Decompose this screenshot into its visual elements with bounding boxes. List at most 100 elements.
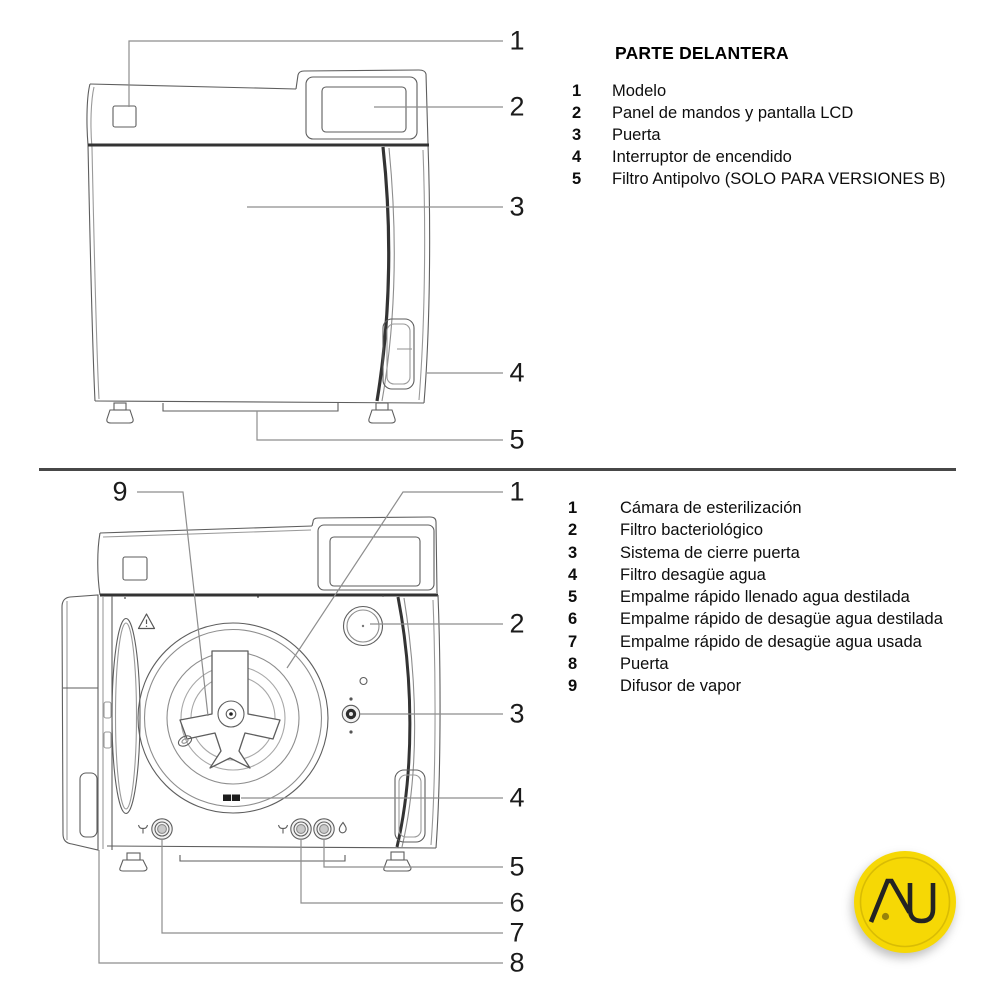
legend-label: Interruptor de encendido [612,148,792,166]
front-top-edge [89,83,297,90]
legend-num: 7 [568,632,578,651]
front-foot-right [368,409,396,424]
callout-line-9 [137,491,209,717]
back-callout-9: 9 [112,476,128,507]
back-handle-recess [394,769,426,843]
legend-label: Sistema de cierre puerta [620,543,800,562]
legend-num: 4 [568,565,578,584]
chamber-keyhole [177,735,193,747]
back-foot-right [383,859,412,872]
front-machine-outline [86,69,431,404]
chamber-ring-2 [143,628,323,808]
door-panel [61,594,99,851]
drain-valve-icon [277,824,289,834]
front-lcd-panel [305,76,418,140]
legend-label: Puerta [620,655,669,674]
legend-num: 3 [572,126,582,144]
front-feet-and-tray [106,402,396,424]
legend-label: Cámara de esterilización [620,499,802,517]
door-hinge-upper [103,701,112,719]
brand-logo [854,851,956,953]
back-callout-3: 3 [509,698,525,729]
front-callout-5: 5 [509,424,525,455]
back-lcd-bump [311,516,438,594]
legend-row: 8 Puerta [568,653,943,675]
back-lcd-frame [317,524,435,591]
logo-letter-u [907,883,936,924]
back-callout-5: 5 [509,851,525,882]
chamber-ring-outer [137,622,329,814]
front-left-edge-inner [90,86,100,400]
back-feet-and-tray [119,851,412,872]
back-lcd-screen [329,536,421,587]
quick-couplings [137,818,347,840]
lcd-frame [305,76,418,140]
back-legend-list: 1 Cámara de esterilización 2 Filtro bacter… [568,497,943,698]
legend-num: 1 [568,499,578,517]
legend-label: Modelo [612,82,667,100]
sterilization-chamber [137,622,329,814]
dust-filter-tray [162,403,339,412]
water-drop-icon [338,821,347,834]
callout-line-1 [286,491,503,669]
front-right-edge-inner [418,149,426,401]
callout-line-5 [256,411,503,441]
right-panel-items [341,605,384,734]
back-model-label-square [122,556,148,581]
front-callout-2: 2 [509,91,525,122]
front-door-edge-curve [375,146,391,402]
front-callout-lines [128,40,503,441]
legend-label: Empalme rápido de desagüe agua usada [620,632,922,651]
front-lcd-bump [295,69,429,145]
legend-label: Filtro bacteriológico [620,521,764,540]
front-view-diagram [86,40,503,441]
door-disc-outer [111,617,141,815]
legend-label: Panel de mandos y pantalla LCD [612,104,854,122]
legend-num: 8 [568,655,578,674]
legend-label: Empalme rápido llenado agua destilada [620,588,910,607]
back-foot-left [119,859,148,872]
legend-label: Empalme rápido de desagüe agua destilada [620,610,943,629]
back-callout-4: 4 [509,782,525,813]
door-handle-recess [79,772,98,838]
callout-line-1 [128,40,503,107]
front-callout-3: 3 [509,191,525,222]
logo-letter-a [868,878,912,923]
back-callout-8: 8 [509,947,525,978]
back-callout-lines [98,491,503,964]
legend-num: 2 [568,521,578,540]
callout-line-5 [323,839,503,868]
back-callout-1: 1 [509,476,525,507]
model-label-square [112,105,137,128]
legend-num: 6 [568,610,578,629]
small-port [359,676,368,686]
front-section-title: PARTE DELANTERA [615,43,789,63]
power-switch-recess [382,318,415,390]
open-door-view-diagram [61,491,503,964]
open-door [61,594,141,851]
back-tray [179,855,346,862]
back-callout-6: 6 [509,887,525,918]
front-right-edge [423,143,431,404]
legend-label: Difusor de vapor [620,677,742,696]
bacteriological-filter [342,605,384,647]
legend-row: 1 Cámara de esterilización [568,497,943,519]
front-left-edge [86,83,96,402]
legend-row: 7 Empalme rápido de desagüe agua usada [568,631,943,653]
legend-num: 5 [572,170,582,188]
warning-triangle-icon [137,613,156,630]
legend-row: 2 Panel de mandos y pantalla LCD [572,102,945,124]
front-foot-left [106,409,134,424]
legend-label: Filtro desagüe agua [620,565,766,584]
back-callout-7: 7 [509,917,525,948]
callout-line-6 [300,839,503,904]
front-foot-right-stem [375,402,389,411]
legend-row: 4 Filtro desagüe agua [568,564,943,586]
legend-num: 2 [572,104,582,122]
legend-row: 6 Empalme rápido de desagüe agua destilad… [568,608,943,630]
